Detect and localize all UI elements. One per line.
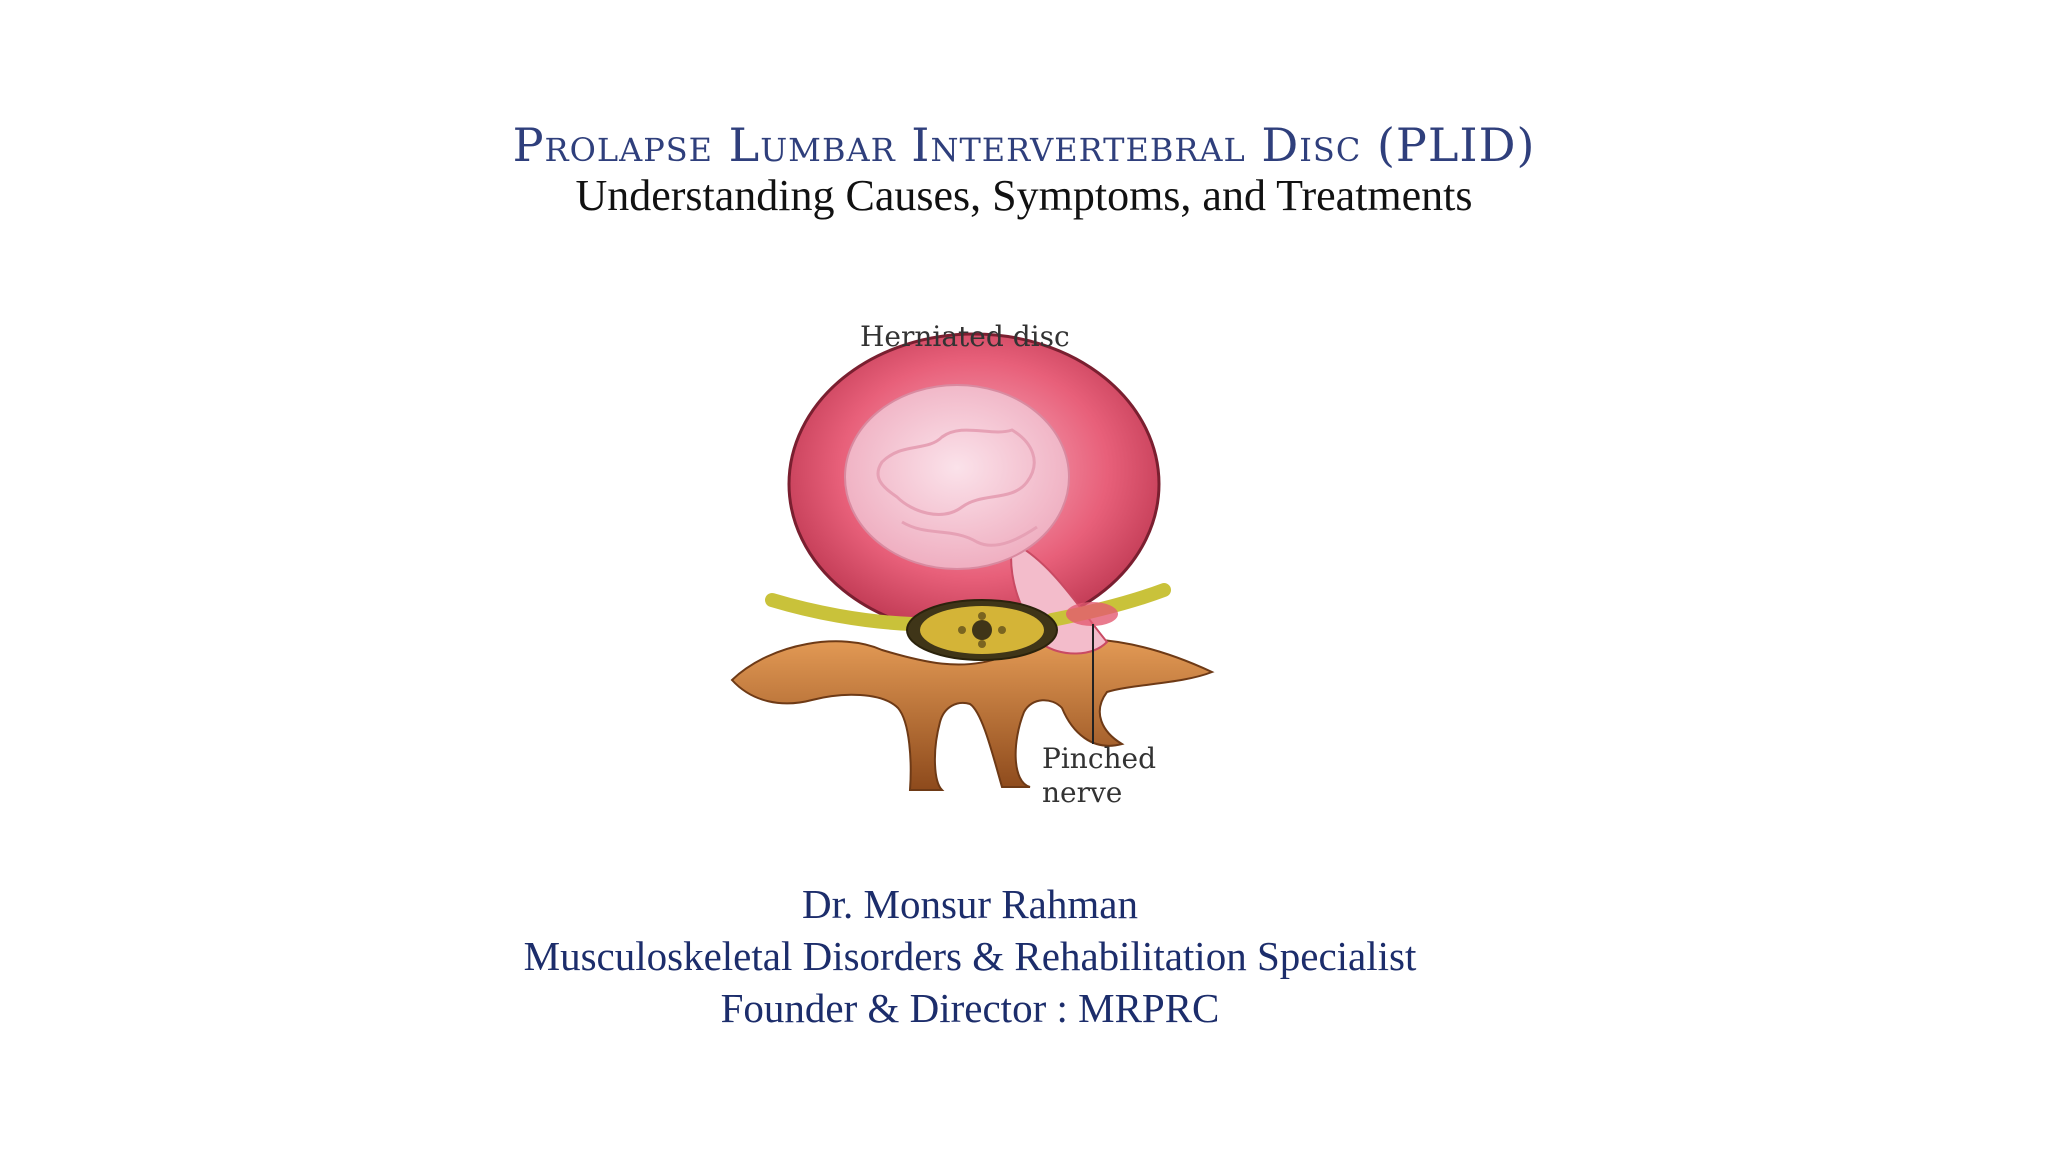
author-org: Founder & Director : MRPRC [720, 985, 1220, 1031]
spine-diagram [730, 332, 1215, 791]
label-pinched-line1: Pinched [1042, 742, 1157, 775]
slide-title: Prolapse Lumbar Intervertebral Disc (PLI… [512, 118, 1536, 172]
label-herniated-disc: Herniated disc [860, 320, 1070, 353]
author-name: Dr. Monsur Rahman [802, 881, 1138, 927]
slide-subtitle: Understanding Causes, Symptoms, and Trea… [575, 171, 1473, 220]
label-pinched-line2: nerve [1042, 776, 1123, 809]
author-role: Musculoskeletal Disorders & Rehabilitati… [523, 933, 1417, 979]
label-pinched-nerve: Pinched nerve [1042, 742, 1156, 810]
herniated-disc-illustration: Herniated disc Pinched nerve [712, 312, 1232, 822]
nerve-root-left [765, 593, 919, 631]
